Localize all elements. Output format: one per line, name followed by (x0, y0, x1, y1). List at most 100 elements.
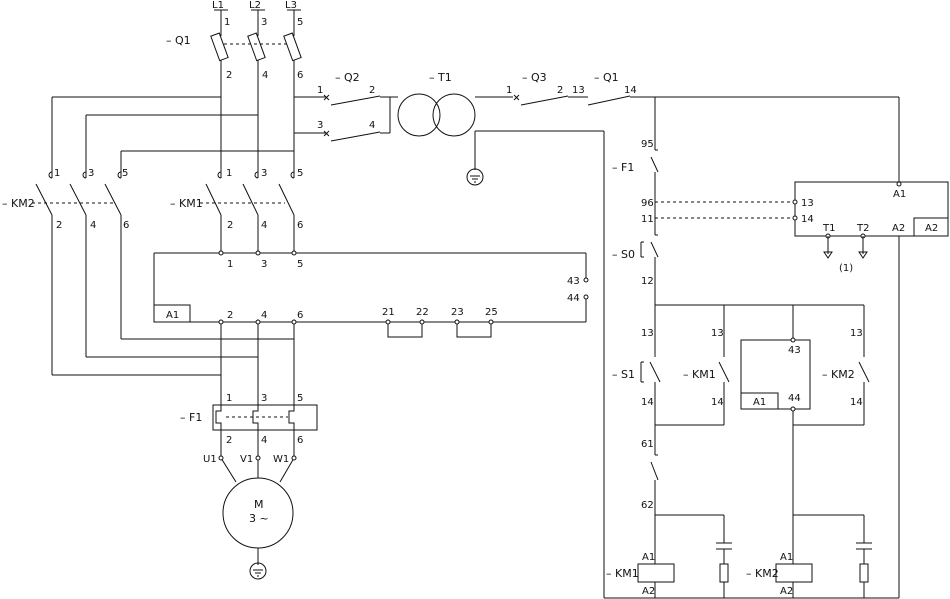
label-q1-6: 6 (297, 70, 303, 81)
label-f1-5: 5 (297, 393, 303, 404)
label-f1-1: 1 (226, 393, 232, 404)
label-ctrl-km1aux-tag: – KM1 (683, 368, 716, 381)
label-ctrl-km1aux-14: 14 (711, 397, 724, 408)
label-km1-1: 1 (226, 168, 232, 179)
contactor-km2 (32, 171, 122, 216)
label-km2-1: 1 (54, 168, 60, 179)
timer-relay (792, 181, 949, 599)
label-ctrl-km2aux-14: 14 (850, 397, 863, 408)
label-block-44: 44 (567, 293, 580, 304)
power-wiring (51, 9, 301, 565)
label-q1aux-tag: – Q1 (594, 71, 619, 84)
label-km2-2: 2 (56, 220, 62, 231)
label-ctrl-km1aux-13: 13 (711, 328, 724, 339)
label-relay-a1: A1 (893, 189, 906, 200)
label-relay-14: 14 (801, 214, 814, 225)
label-km1-5: 5 (297, 168, 303, 179)
label-ctrl-km2aux-tag: – KM2 (822, 368, 855, 381)
label-ctrl-blk-a1: A1 (753, 397, 766, 408)
label-ctrl-11: 11 (641, 214, 654, 225)
label-ctrl-96: 96 (641, 198, 654, 209)
label-relay-a2: A2 (892, 223, 905, 234)
control-supply (294, 93, 900, 598)
label-q2-3: 3 (317, 120, 323, 131)
label-km1-tag: – KM1 (170, 197, 203, 210)
label-km1-3: 3 (261, 168, 267, 179)
label-ctrl-95: 95 (641, 139, 654, 150)
label-motor-m: M (254, 498, 264, 511)
label-ctrl-km2c-a1: A1 (780, 552, 793, 563)
label-km2-4: 4 (90, 220, 96, 231)
label-supply-1: 1 (224, 17, 230, 28)
label-ctrl-blk-43: 43 (788, 345, 801, 356)
label-q3-2: 2 (557, 85, 563, 96)
label-relay-13: 13 (801, 198, 814, 209)
label-v1: V1 (240, 454, 253, 465)
interlock-block (153, 250, 589, 338)
label-ctrl-km1c-tag: – KM1 (606, 567, 639, 580)
label-block-5: 5 (297, 259, 303, 270)
label-q2-2: 2 (369, 85, 375, 96)
label-ctrl-s1-13: 13 (641, 328, 654, 339)
label-f1-6: 6 (297, 435, 303, 446)
label-ctrl-s0-tag: – S0 (612, 248, 635, 261)
overload-f1 (212, 404, 318, 431)
label-block-3: 3 (261, 259, 267, 270)
label-km2-3: 3 (88, 168, 94, 179)
label-ctrl-km2c-tag: – KM2 (746, 567, 779, 580)
label-q1-tag: – Q1 (166, 34, 191, 47)
label-ctrl-km1c-a2: A2 (642, 586, 655, 597)
label-q1aux-14: 14 (624, 85, 637, 96)
label-relay-t1: T1 (822, 223, 835, 234)
label-ctrl-km1c-a1: A1 (642, 552, 655, 563)
label-ctrl-12: 12 (641, 276, 654, 287)
label-km1-4: 4 (261, 220, 267, 231)
label-q3-tag: – Q3 (522, 71, 547, 84)
label-f1-3: 3 (261, 393, 267, 404)
label-km2-6: 6 (123, 220, 129, 231)
label-f1-2: 2 (226, 435, 232, 446)
label-block-23: 23 (451, 307, 464, 318)
label-l3: L3 (285, 0, 297, 11)
label-u1: U1 (203, 454, 217, 465)
label-ctrl-62: 62 (641, 500, 654, 511)
label-q2-4: 4 (369, 120, 375, 131)
label-supply-3: 3 (261, 17, 267, 28)
motor (218, 455, 297, 580)
label-block-2: 2 (227, 310, 233, 321)
label-km2-5: 5 (122, 168, 128, 179)
label-block-22: 22 (416, 307, 429, 318)
label-f1-4: 4 (261, 435, 267, 446)
label-ctrl-km2aux-13: 13 (850, 328, 863, 339)
label-relay-a2-box: A2 (925, 223, 938, 234)
label-ctrl-f1-tag: – F1 (612, 161, 634, 174)
label-f1-tag: – F1 (180, 411, 202, 424)
label-q3-1: 1 (506, 85, 512, 96)
label-w1: W1 (273, 454, 289, 465)
label-supply-5: 5 (297, 17, 303, 28)
label-ctrl-s1-14: 14 (641, 397, 654, 408)
label-km1-2: 2 (227, 220, 233, 231)
label-block-25: 25 (485, 307, 498, 318)
label-l1: L1 (212, 0, 224, 11)
label-t1-tag: – T1 (429, 71, 452, 84)
breaker-q1 (210, 30, 302, 62)
label-q1aux-13: 13 (572, 85, 585, 96)
label-relay-note: (1) (839, 263, 853, 274)
label-q2-tag: – Q2 (335, 71, 360, 84)
label-block-1: 1 (227, 259, 233, 270)
label-block-4: 4 (261, 310, 267, 321)
label-block-43: 43 (567, 276, 580, 287)
contactor-km1 (200, 171, 295, 216)
label-km1-6: 6 (297, 220, 303, 231)
label-km2-tag: – KM2 (2, 197, 35, 210)
label-ctrl-61: 61 (641, 439, 654, 450)
label-ctrl-s1-tag: – S1 (612, 368, 635, 381)
label-block-a1: A1 (166, 310, 179, 321)
label-q2-1: 1 (317, 85, 323, 96)
label-motor-phase: 3 ~ (249, 512, 269, 525)
label-ctrl-blk-44: 44 (788, 393, 801, 404)
label-relay-t2: T2 (856, 223, 869, 234)
label-ctrl-km2c-a2: A2 (780, 586, 793, 597)
